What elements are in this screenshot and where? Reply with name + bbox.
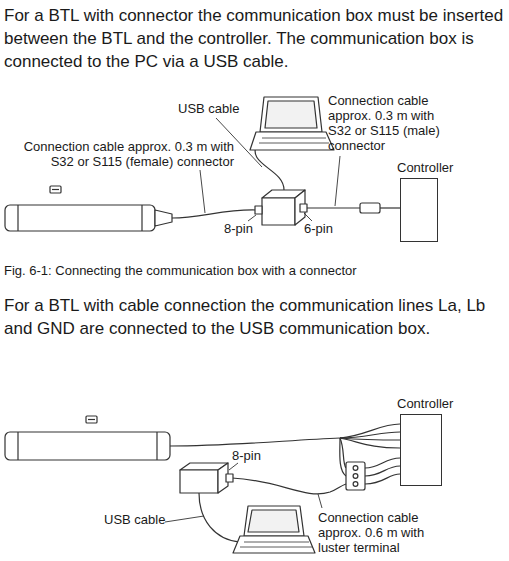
cable-label: USB cable [178, 101, 239, 116]
btl-sensor [5, 416, 170, 460]
btl-sensor [5, 186, 172, 231]
leader-line [165, 463, 322, 522]
plug [360, 203, 380, 213]
paragraph: For a BTL with cable connection the comm… [4, 294, 509, 340]
cable [307, 207, 360, 208]
cable [172, 210, 256, 218]
cable-label: USB cable [104, 512, 165, 527]
controller-box: Controller [397, 396, 453, 486]
leader-line [200, 118, 340, 221]
cable-label: Connection cable approx. 0.3 m with S32 … [2, 139, 234, 169]
node-label: Controller [397, 160, 453, 175]
cable-label: Connection cable approx. 0.3 m with S32 … [328, 93, 460, 153]
node-label: Controller [397, 396, 453, 411]
cable-label: Connection cable approx. 0.6 m with lust… [318, 510, 446, 555]
laptop [250, 97, 334, 150]
luster-terminal [346, 462, 365, 490]
cable [232, 478, 346, 494]
laptop [233, 506, 315, 553]
pin-label: 8-pin [224, 221, 253, 236]
controller-outline [400, 414, 442, 486]
paragraph: For a BTL with connector the communicati… [4, 4, 509, 73]
communication-box [180, 463, 233, 493]
cable [380, 207, 400, 208]
pin-label: 8-pin [232, 448, 261, 463]
controller-outline [400, 178, 438, 242]
communication-box [255, 190, 307, 225]
pin-label: 6-pin [304, 221, 333, 236]
controller-box: Controller [397, 160, 453, 242]
usb-cable [199, 493, 240, 542]
figure-caption: Fig. 6-1: Connecting the communication b… [4, 263, 357, 278]
